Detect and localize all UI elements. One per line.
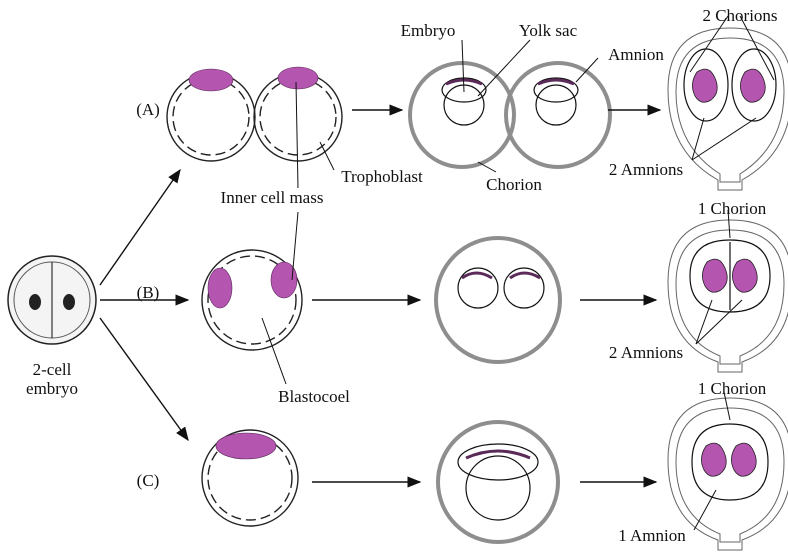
row-c-chorion [438,422,558,542]
two-cell-embryo [8,256,96,344]
row-c-uterus [668,398,788,550]
blastocoel-label: Blastocoel [278,387,350,406]
row-label-c: (C) [137,471,160,490]
arrow-to-a [100,170,180,285]
two-chorions-label: 2 Chorions [702,6,777,25]
two-cell-label-line2: embryo [26,379,78,398]
row-b-uterus [668,220,788,372]
row-b-blastocyst [202,250,302,350]
row-b-chorion [436,238,560,362]
yolk-sac-label: Yolk sac [519,21,578,40]
arrow-to-c [100,318,188,440]
two-amnions-b-label: 2 Amnions [609,343,683,362]
row-c-blastocyst [202,430,298,526]
inner-cell-mass-label: Inner cell mass [221,188,324,207]
one-chorion-b-label: 1 Chorion [698,199,767,218]
one-amnion-label: 1 Amnion [618,526,686,545]
row-a-blastocysts [167,67,342,161]
row-a-chorions [410,63,610,167]
two-cell-label-line1: 2-cell [33,360,72,379]
row-a-uterus [668,28,788,190]
row-label-a: (A) [136,100,160,119]
one-chorion-c-label: 1 Chorion [698,379,767,398]
embryo-label: Embryo [401,21,456,40]
trophoblast-label: Trophoblast [341,167,423,186]
chorion-label: Chorion [486,175,542,194]
two-amnions-a-label: 2 Amnions [609,160,683,179]
amnion-label: Amnion [608,45,664,64]
row-label-b: (B) [137,283,160,302]
